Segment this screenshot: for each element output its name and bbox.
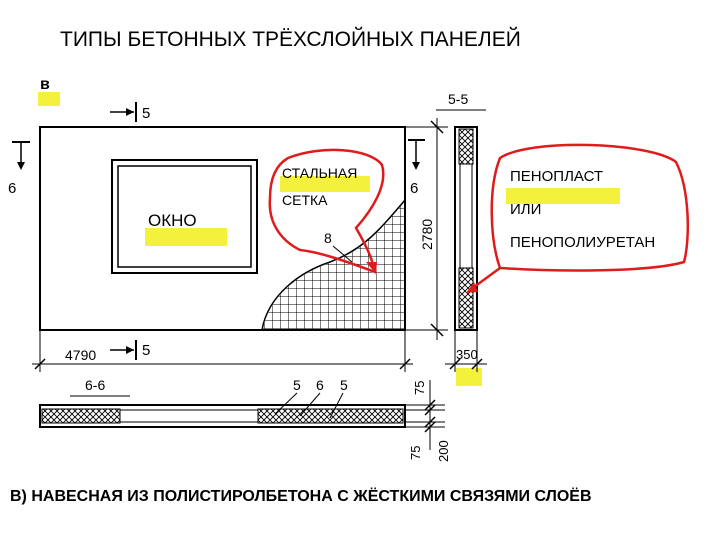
leader-6 bbox=[299, 392, 321, 417]
highlight-thickness bbox=[456, 368, 482, 386]
mesh-outline bbox=[261, 199, 406, 331]
section-55-label: 5-5 bbox=[448, 91, 468, 107]
foam-label-1: ПЕНОПЛАСТ bbox=[510, 168, 603, 185]
highlight-window bbox=[145, 228, 227, 246]
vdim-75-bottom: 75 bbox=[408, 446, 423, 460]
section-6-left-label: 6 bbox=[8, 180, 16, 197]
leader-5b bbox=[329, 392, 344, 419]
section-5-bottom-arrowhead bbox=[126, 346, 134, 354]
thickness-label: 350 bbox=[456, 347, 478, 362]
highlight-variant bbox=[38, 92, 60, 106]
section-66-insulation-left bbox=[41, 408, 121, 424]
mesh-area bbox=[262, 200, 405, 330]
vdim-tick-2 bbox=[424, 404, 436, 416]
section-6-right-label: 6 bbox=[410, 180, 418, 197]
caption: В) НАВЕСНАЯ ИЗ ПОЛИСТИРОЛБЕТОНА С ЖЁСТКИ… bbox=[10, 488, 592, 505]
section-5-top-label: 5 bbox=[142, 105, 150, 122]
window-inner bbox=[117, 165, 252, 268]
window-label: ОКНО bbox=[148, 211, 197, 230]
height-tick-top bbox=[430, 120, 444, 134]
foam-annotation-loop bbox=[490, 143, 690, 272]
section-55-insulation-bottom bbox=[458, 267, 474, 329]
window-outer bbox=[111, 159, 258, 274]
section-55-insulation-top bbox=[458, 128, 474, 165]
vdim-tick-1 bbox=[424, 399, 436, 411]
steel-label: СТАЛЬНАЯ bbox=[282, 165, 357, 181]
highlight-steel bbox=[280, 176, 370, 192]
variant-letter: в bbox=[40, 76, 50, 93]
vdim-tick-4 bbox=[424, 421, 436, 433]
height-label: 2780 bbox=[419, 219, 435, 250]
section-66-label: 6-6 bbox=[85, 377, 105, 393]
vdim-tick-3 bbox=[424, 416, 436, 428]
page-title: ТИПЫ БЕТОННЫХ ТРЁХСЛОЙНЫХ ПАНЕЛЕЙ bbox=[60, 28, 521, 51]
mark-8-label: 8 bbox=[324, 230, 332, 246]
vdim-200: 200 bbox=[436, 440, 451, 462]
width-label: 4790 bbox=[65, 347, 96, 363]
section-66-mark-5b: 5 bbox=[340, 377, 348, 393]
section-6-right-arrowhead bbox=[412, 162, 420, 170]
section-66-mark-6: 6 bbox=[316, 377, 324, 393]
width-tick-left bbox=[34, 358, 46, 370]
foam-label-or: ИЛИ bbox=[510, 201, 541, 218]
mark-8-leader bbox=[332, 245, 353, 263]
foam-annotation-arrow bbox=[466, 282, 478, 293]
section-5-top-arrowhead bbox=[126, 108, 134, 116]
section-5-bottom-label: 5 bbox=[142, 342, 150, 359]
thickness-tick-right bbox=[471, 358, 483, 370]
highlight-foam bbox=[506, 188, 620, 204]
steel-annotation-arrow bbox=[366, 262, 377, 274]
section-66-mark-5a: 5 bbox=[293, 377, 301, 393]
height-tick-bottom bbox=[430, 323, 444, 337]
leader-5a bbox=[274, 392, 298, 415]
foam-label-2: ПЕНОПОЛИУРЕТАН bbox=[510, 234, 655, 251]
mesh-label: СЕТКА bbox=[282, 192, 328, 208]
section-6-left-arrowhead bbox=[17, 162, 25, 170]
thickness-tick-left bbox=[449, 358, 461, 370]
vdim-75-top: 75 bbox=[412, 381, 427, 395]
width-tick-right bbox=[399, 358, 411, 370]
